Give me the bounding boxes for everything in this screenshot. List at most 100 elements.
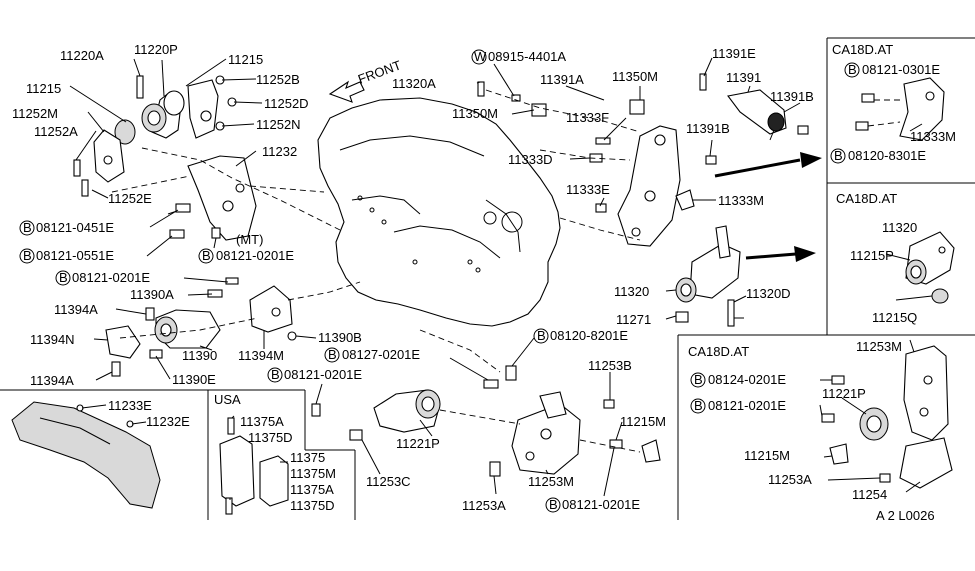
inset-bottom-title: CA18D.AT — [688, 344, 749, 359]
label-08127-0201e: 08127-0201E — [342, 347, 420, 362]
right-mount-assembly — [675, 225, 741, 327]
label-11390a: 11390A — [130, 287, 174, 302]
inset-bottom-labels: CA18D.AT 11253M B 08124-0201E 11221P B 0… — [688, 339, 902, 502]
bolt-prefix-2: B — [23, 248, 32, 263]
bolt-prefix-6: B — [537, 328, 546, 343]
label-11232e: 11232E — [146, 414, 190, 429]
label-11320: 11320 — [614, 284, 649, 299]
label-11233e: 11233E — [108, 398, 152, 413]
label-11375: 11375 — [290, 450, 325, 465]
label-11333f: 11333F — [566, 110, 609, 125]
label-11394m: 11394M — [238, 348, 284, 363]
label-11232: 11232 — [262, 144, 297, 159]
inset-arrows — [714, 152, 822, 262]
label-11215-left: 11215 — [26, 81, 61, 96]
label-08121-0201e-center: 08121-0201E — [284, 367, 362, 382]
label-11375a-bottom: 11375A — [290, 482, 334, 497]
label-11394n: 11394N — [30, 332, 75, 347]
label-11253c: 11253C — [366, 474, 411, 489]
label-11253a: 11253A — [462, 498, 506, 513]
label-11391b-left: 11391B — [686, 121, 730, 136]
inset-bottom-bolt1: 08124-0201E — [708, 372, 786, 387]
inset-top-labels: CA18D.AT B 08121-0301E 11333M B 08120-83… — [830, 42, 956, 164]
label-08915-4401a: 08915-4401A — [488, 49, 566, 64]
label-mt: (MT) — [236, 232, 263, 247]
inset-top-parts — [855, 77, 945, 141]
label-11333m: 11333M — [718, 193, 764, 208]
label-11390e: 11390E — [172, 372, 216, 387]
inset-mid-part1: 11320 — [882, 220, 917, 235]
label-usa: USA — [214, 392, 241, 407]
label-11375d-top: 11375D — [248, 430, 293, 445]
label-11350m-left: 11350M — [452, 106, 498, 121]
label-08121-0551e: 08121-0551E — [36, 248, 114, 263]
inset-bottom-bolt-prefix-2: B — [694, 398, 703, 413]
usa-parts — [219, 417, 289, 515]
label-11252m: 11252M — [12, 106, 58, 121]
bottom-mount-assembly — [311, 329, 661, 477]
label-11215m: 11215M — [620, 414, 666, 429]
label-11271: 11271 — [616, 312, 651, 327]
inset-top-title: CA18D.AT — [832, 42, 893, 57]
washer-prefix: W — [474, 49, 487, 64]
bolt-prefix-5: B — [271, 367, 280, 382]
label-11375m: 11375M — [290, 466, 336, 481]
left-mount-assembly — [105, 277, 361, 377]
label-11220p: 11220P — [134, 42, 178, 57]
label-11391: 11391 — [726, 70, 761, 85]
label-11252e: 11252E — [108, 191, 152, 206]
label-11320a: 11320A — [392, 76, 436, 91]
label-11375a-top: 11375A — [240, 414, 284, 429]
inset-bottom-parts — [821, 345, 953, 489]
diagram-code: A 2 L0026 — [876, 508, 935, 523]
front-mount-assembly — [73, 75, 341, 241]
label-08120-8201e: 08120-8201E — [550, 328, 628, 343]
label-11253b: 11253B — [588, 358, 632, 373]
inset-bottom-bolt2: 08121-0201E — [708, 398, 786, 413]
heat-shield — [11, 401, 161, 509]
inset-bottom-nut: 11215M — [744, 448, 790, 463]
label-11394a-top: 11394A — [54, 302, 98, 317]
inset-top-bolt-prefix-1: B — [848, 62, 857, 77]
label-08121-0201e-bottom: 08121-0201E — [562, 497, 640, 512]
label-11221p: 11221P — [396, 436, 440, 451]
label-11252d: 11252D — [264, 96, 309, 111]
inset-bottom-mount: 11221P — [822, 386, 866, 401]
label-08121-0201e-left: 08121-0201E — [72, 270, 150, 285]
bolt-prefix-3: B — [202, 248, 211, 263]
inset-mid-title: CA18D.AT — [836, 191, 897, 206]
label-11333d: 11333D — [508, 152, 553, 167]
inset-top-bolt1: 08121-0301E — [862, 62, 940, 77]
label-11253m: 11253M — [528, 474, 574, 489]
label-11394a-bottom: 11394A — [30, 373, 74, 388]
label-11390b: 11390B — [318, 330, 362, 345]
bolt-prefix-1: B — [23, 220, 32, 235]
engine-block — [317, 97, 561, 327]
bolt-prefix-8: B — [549, 497, 558, 512]
label-11333e: 11333E — [566, 182, 610, 197]
label-11350m-top: 11350M — [612, 69, 658, 84]
inset-mid-parts — [905, 231, 955, 304]
label-11391b-right: 11391B — [770, 89, 814, 104]
label-11252a: 11252A — [34, 124, 78, 139]
label-11390: 11390 — [182, 348, 217, 363]
label-08121-0451e: 08121-0451E — [36, 220, 114, 235]
label-08121-0201e-mt: 08121-0201E — [216, 248, 294, 263]
inset-bottom-bolt-prefix-1: B — [694, 372, 703, 387]
inset-mid-part2: 11215P — [850, 248, 894, 263]
inset-bottom-bracket: 11253M — [856, 339, 902, 354]
label-11391a: 11391A — [540, 72, 584, 87]
label-11252n: 11252N — [256, 117, 301, 132]
label-11220a: 11220A — [60, 48, 104, 63]
label-11320d: 11320D — [746, 286, 791, 301]
inset-bottom-bolt3: 11253A — [768, 472, 812, 487]
inset-mid-labels: CA18D.AT 11320 11215P 11215Q — [836, 191, 917, 325]
inset-top-bolt2: 08120-8301E — [848, 148, 926, 163]
bolt-prefix-4: B — [59, 270, 68, 285]
section-borders — [0, 37, 975, 520]
inset-bottom-base: 11254 — [852, 487, 887, 502]
label-11375d-bottom: 11375D — [290, 498, 335, 513]
bolt-prefix-7: B — [328, 347, 337, 362]
